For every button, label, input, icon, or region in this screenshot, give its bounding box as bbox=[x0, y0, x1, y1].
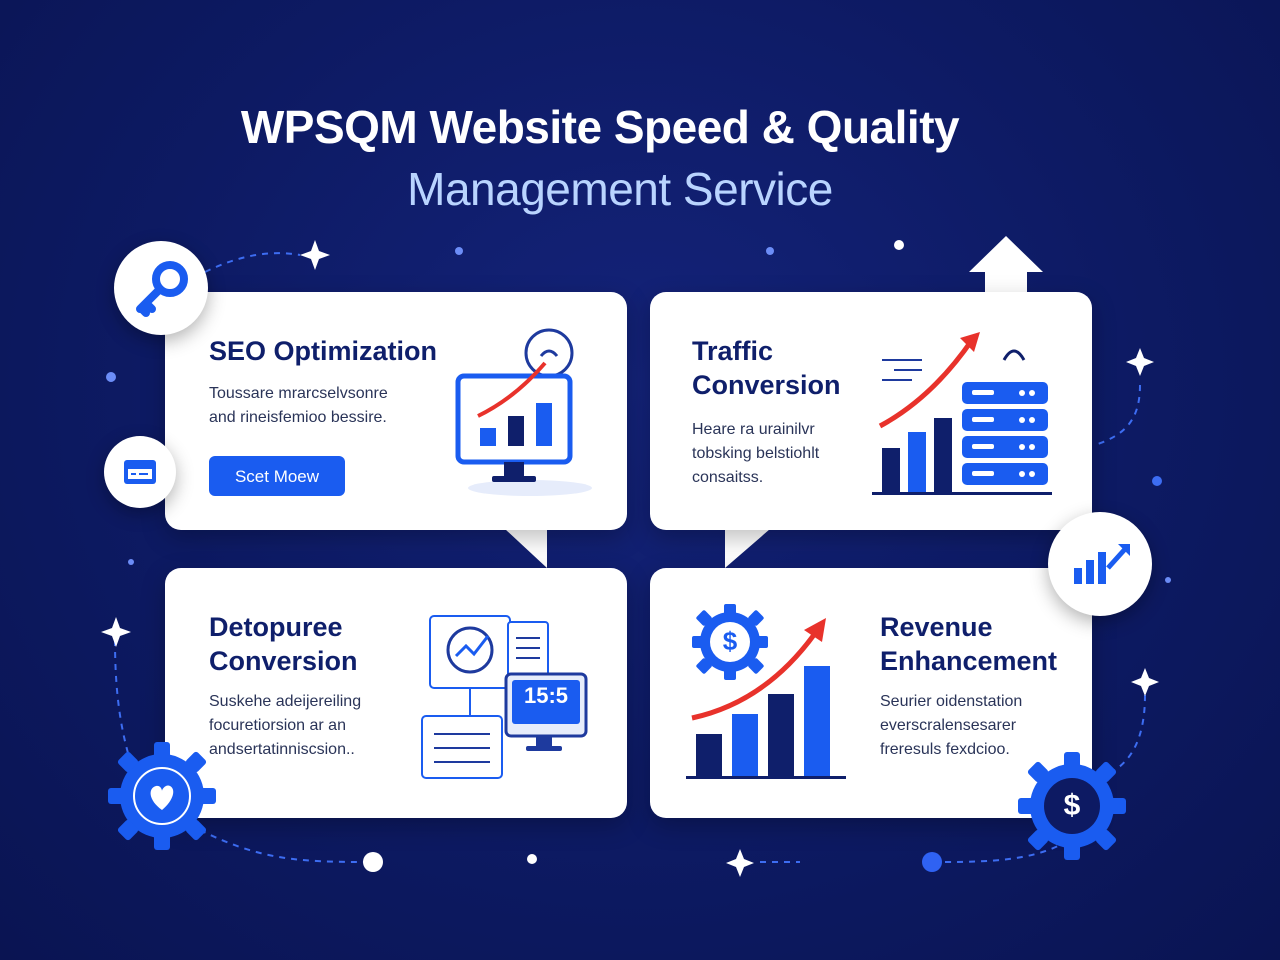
text-line: freresuls fexdcioo. bbox=[880, 741, 1010, 758]
server-growth-illustration bbox=[872, 332, 1052, 495]
dot bbox=[527, 854, 537, 864]
card-heading: Detopuree Conversion bbox=[209, 610, 358, 678]
heading-line: Enhancement bbox=[880, 646, 1058, 676]
text-line: andsertatinniscsion.. bbox=[209, 741, 355, 758]
growth-chart-icon bbox=[1074, 544, 1130, 584]
sparkle-icon bbox=[726, 849, 754, 877]
dot bbox=[128, 559, 134, 565]
dot bbox=[455, 247, 463, 255]
heading-line: Traffic bbox=[692, 336, 774, 366]
dollar-gear-symbol: $ bbox=[1063, 789, 1081, 822]
monitor-readout: 15:5 bbox=[523, 683, 569, 708]
text-line: Heare ra urainilvr bbox=[692, 421, 815, 438]
heading-line: Conversion bbox=[692, 370, 841, 400]
text-line: everscralensesarer bbox=[880, 717, 1017, 734]
dashed-connector bbox=[1094, 384, 1141, 446]
sparkle-icon bbox=[1131, 668, 1159, 696]
text-line: consaitss. bbox=[692, 469, 764, 486]
card-description: Heare ra urainilvr tobsking belstiohlt c… bbox=[692, 418, 819, 490]
page-title: WPSQM Website Speed & Quality bbox=[240, 101, 960, 153]
text-line: tobsking belstiohlt bbox=[692, 445, 820, 462]
window-icon bbox=[124, 460, 156, 484]
dot bbox=[363, 852, 383, 872]
card-traffic-conversion: Traffic Conversion Heare ra urainilvr to… bbox=[650, 292, 1092, 530]
text-line: Suskehe adeijereiling bbox=[209, 693, 362, 710]
text-line: Seurier oidenstation bbox=[880, 693, 1023, 710]
bubble-tail bbox=[725, 529, 770, 568]
card-description: Suskehe adeijereiling focuretiorsion ar … bbox=[209, 690, 361, 762]
bubble-tail bbox=[505, 529, 547, 568]
text-line: Toussare mrarcselvsonre bbox=[209, 385, 388, 402]
text-line: focuretiorsion ar an bbox=[209, 717, 346, 734]
sparkle-icon bbox=[101, 617, 131, 647]
dot bbox=[922, 852, 942, 872]
dot bbox=[894, 240, 904, 250]
analytics-documents-illustration bbox=[421, 615, 588, 779]
monitor-chart-illustration bbox=[455, 328, 592, 496]
dashed-connector bbox=[204, 252, 301, 273]
card-heading: Traffic Conversion bbox=[692, 334, 841, 402]
analytics-badge bbox=[1048, 512, 1152, 616]
card-seo-optimization: SEO Optimization Toussare mrarcselvsonre… bbox=[165, 292, 627, 530]
sparkle-icon bbox=[1126, 348, 1154, 376]
page-subtitle: Management Service bbox=[407, 163, 833, 215]
heading-line: Detopuree bbox=[209, 612, 343, 642]
card-badge bbox=[104, 436, 176, 508]
key-icon bbox=[136, 261, 188, 317]
card-heading: Revenue Enhancement bbox=[880, 610, 1057, 678]
dashed-connector bbox=[199, 829, 366, 863]
sparkle-icon bbox=[300, 240, 330, 270]
heading-line: Revenue bbox=[880, 612, 993, 642]
dot bbox=[766, 247, 774, 255]
heading-line: Conversion bbox=[209, 646, 358, 676]
dollar-gear-icon bbox=[1018, 752, 1126, 860]
up-arrow-icon bbox=[969, 236, 1043, 300]
heart-gear-icon bbox=[108, 742, 216, 850]
dashed-connector bbox=[1114, 694, 1146, 771]
card-detopuree-conversion: Detopuree Conversion Suskehe adeijereili… bbox=[165, 568, 627, 818]
card-description: Toussare mrarcselvsonre and rineisfemioo… bbox=[209, 382, 388, 430]
key-badge bbox=[114, 241, 208, 335]
dot bbox=[1152, 476, 1162, 486]
dot bbox=[106, 372, 116, 382]
card-heading: SEO Optimization bbox=[209, 336, 438, 366]
card-description: Seurier oidenstation everscralensesarer … bbox=[880, 690, 1022, 762]
dollar-gear-symbol: $ bbox=[722, 626, 738, 656]
dashed-connector bbox=[114, 639, 131, 761]
revenue-growth-illustration bbox=[686, 604, 846, 779]
text-line: and rineisfemioo bessire. bbox=[209, 409, 387, 426]
dot bbox=[1165, 577, 1171, 583]
card-revenue-enhancement: Revenue Enhancement Seurier oidenstation… bbox=[650, 568, 1092, 818]
cta-button[interactable]: Scet Moew bbox=[209, 456, 345, 496]
dashed-connector bbox=[944, 844, 1061, 863]
